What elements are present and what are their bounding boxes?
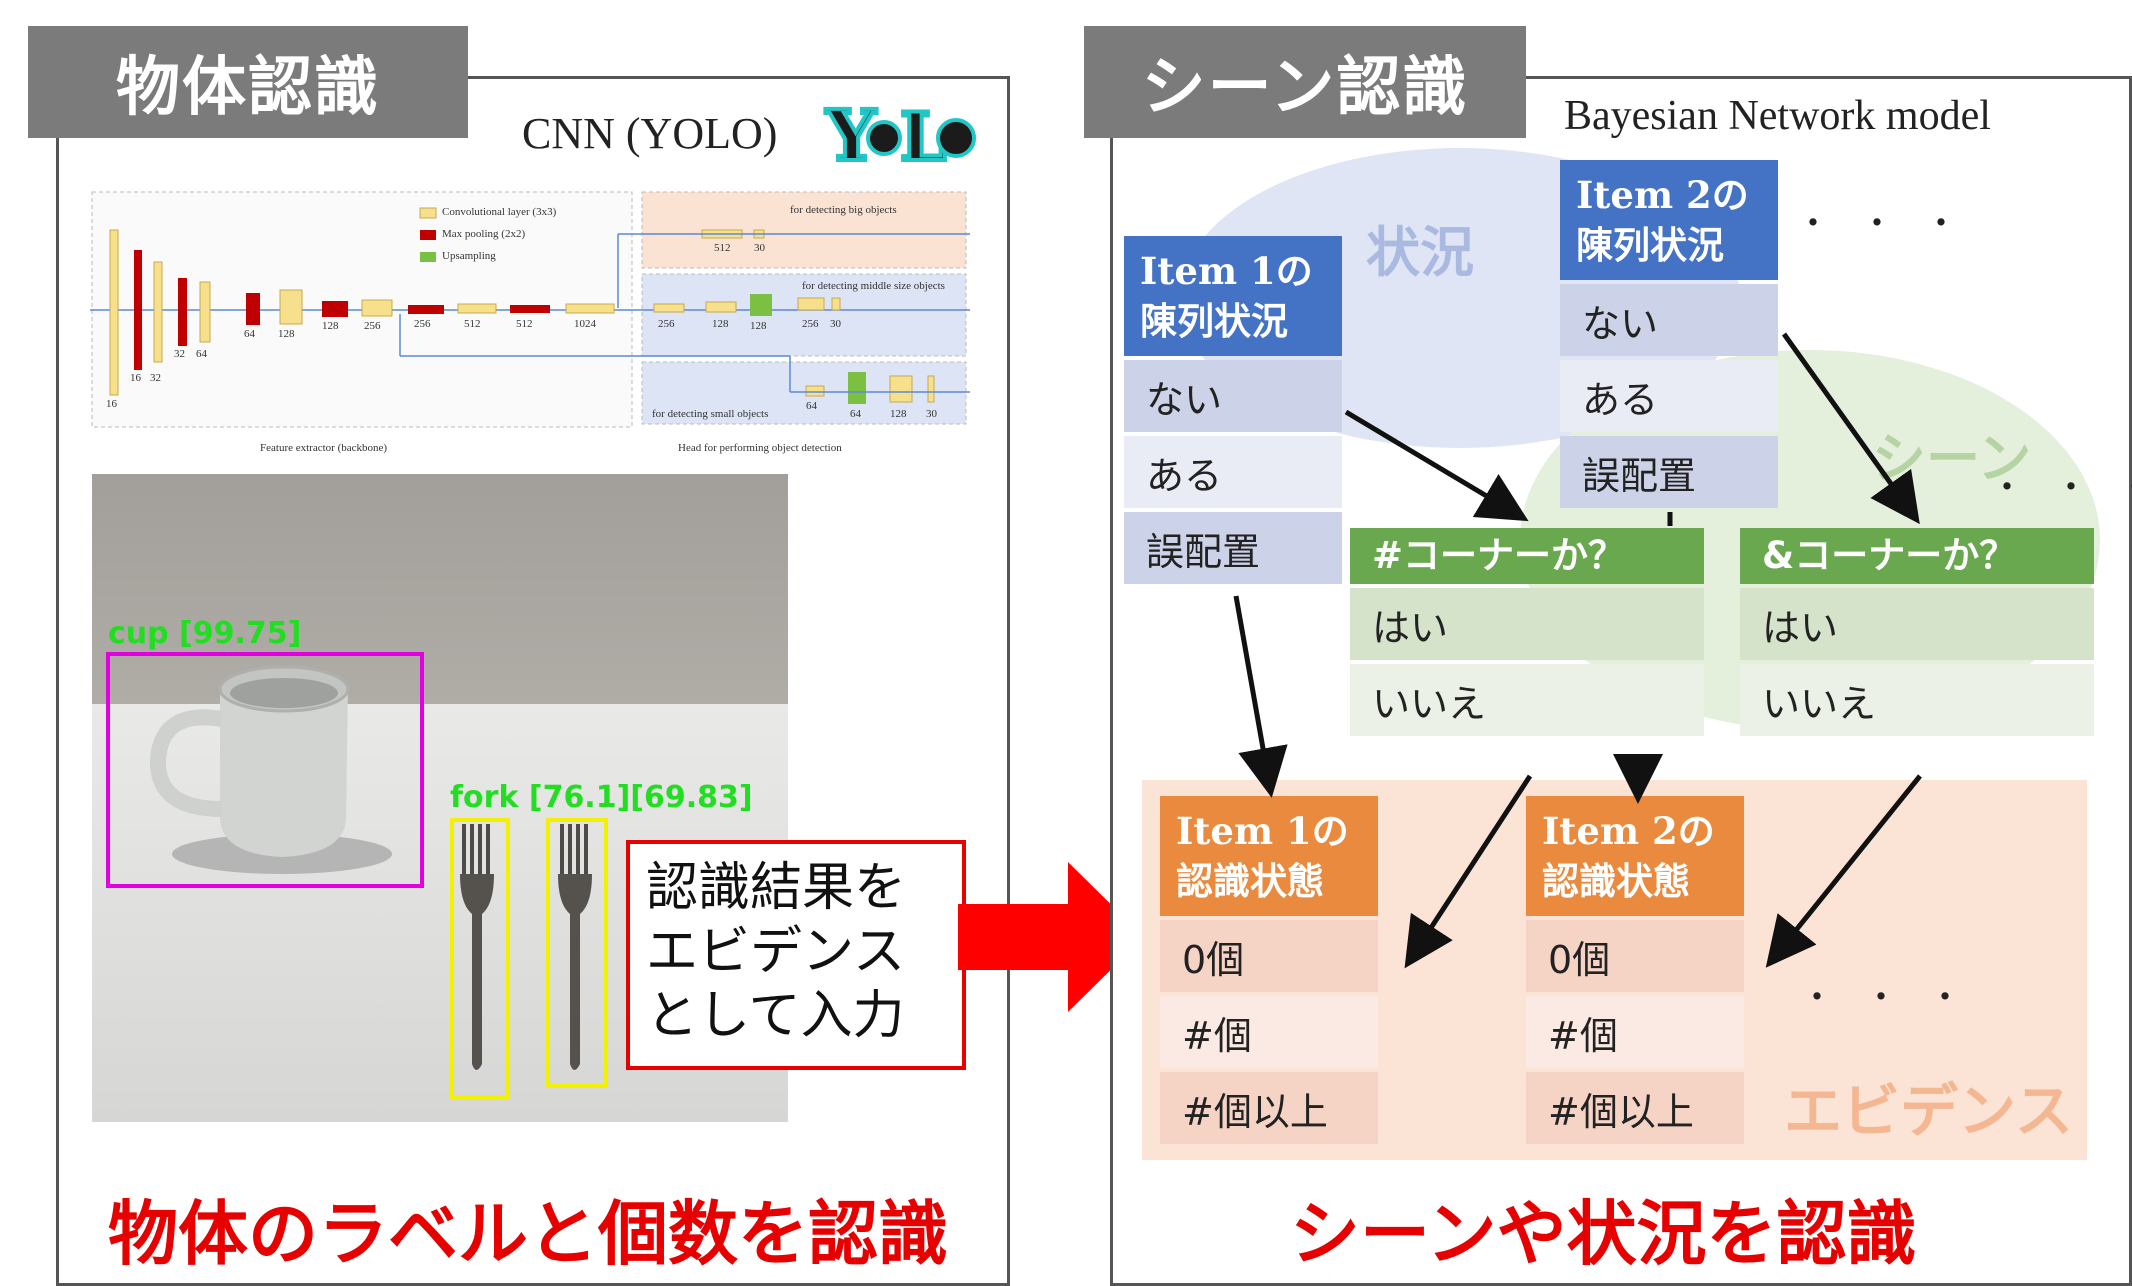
legend-upsample: Upsampling [442,250,496,262]
ellipsis-middle: ・・・ [1990,468,2132,508]
cup-bounding-box [106,652,424,888]
edge-corner-hash-to-item1-recognition [1404,774,1533,969]
head-num: 512 [714,242,731,254]
node-state: 誤配置 [1560,436,1778,508]
cup-detection-label: cup [99.75] [108,616,302,651]
head-num: 256 [658,318,675,330]
backbone-num: 16 [130,372,141,384]
node-state: いいえ [1350,664,1704,736]
legend-conv: Convolutional layer (3x3) [442,206,557,218]
backbone-num: 64 [244,328,255,340]
node-item1-display-title: Item 1の 陳列状況 [1124,236,1342,356]
node-item1-display: Item 1の 陳列状況 ない ある 誤配置 [1124,236,1342,584]
edge-item1-display-to-recognition [1233,595,1288,798]
backbone-num: 128 [322,320,339,332]
head-big-label: for detecting big objects [790,204,897,216]
fork-bounding-box-1 [450,818,510,1100]
node-item2-display-title: Item 2の 陳列状況 [1560,160,1778,280]
node-state: #個 [1526,996,1744,1068]
backbone-num: 32 [150,372,161,384]
cnn-architecture-diagram: Convolutional layer (3x3) Max pooling (2… [90,190,970,470]
backbone-num: 256 [364,320,381,332]
node-item2-display: Item 2の 陳列状況 ない ある 誤配置 [1560,160,1778,508]
edge-item2-to-corner-amp [1781,332,1920,525]
node-corner-hash: #コーナーか？ はい いいえ [1350,528,1704,736]
backbone-num: 128 [278,328,295,340]
head-footer: Head for performing object detection [678,442,842,454]
head-num: 256 [802,318,819,330]
evidence-input-callout: 認識結果を エビデンス として入力 [626,840,966,1070]
node-state: ある [1124,436,1342,508]
backbone-num: 1024 [574,318,596,330]
node-state: ない [1560,284,1778,356]
node-state: #個以上 [1526,1072,1744,1144]
yolo-logo: Y L [822,92,982,179]
backbone-num: 512 [464,318,481,330]
fork-bounding-box-2 [546,818,608,1088]
node-corner-amp-title: &コーナーか？ [1740,528,2094,584]
backbone-num: 32 [174,348,185,360]
node-item2-recognition: Item 2の 認識状態 0個 #個 #個以上 [1526,796,1744,1144]
head-num: 128 [890,408,907,420]
backbone-num: 512 [516,318,533,330]
fork-image-2 [558,824,592,1070]
node-state: #個以上 [1160,1072,1378,1144]
legend-pool: Max pooling (2x2) [442,228,526,240]
situation-region-label: 状況 [1366,221,1474,284]
edge-item1-to-corner-hash [1344,409,1529,522]
edge-corner-amp-to-item2-recognition [1765,774,1922,968]
node-state: はい [1350,588,1704,660]
node-state: 0個 [1526,920,1744,992]
node-corner-amp: &コーナーか？ はい いいえ [1740,528,2094,736]
scene-recognition-tab: シーン認識 [1084,26,1526,138]
backbone-num: 256 [414,318,431,330]
head-num: 64 [850,408,861,420]
backbone-num: 16 [106,398,117,410]
head-num: 30 [830,318,841,330]
bayesian-model-title: Bayesian Network model [1564,93,1991,139]
node-state: 誤配置 [1124,512,1342,584]
node-state: いいえ [1740,664,2094,736]
fork-detection-label: fork [76.1][69.83] [450,780,753,815]
head-num: 128 [750,320,767,332]
node-state: #個 [1160,996,1378,1068]
network-edges [1233,332,1922,969]
node-item1-recognition: Item 1の 認識状態 0個 #個 #個以上 [1160,796,1378,1144]
node-state: はい [1740,588,2094,660]
backbone-num: 64 [196,348,207,360]
ellipsis-top: ・・・ [1796,204,1988,244]
evidence-region-label: エビデンス [1784,1077,2073,1145]
head-mid-label: for detecting middle size objects [802,280,945,292]
red-arrow [958,862,1144,1012]
node-state: 0個 [1160,920,1378,992]
node-item1-recognition-title: Item 1の 認識状態 [1160,796,1378,916]
ellipsis-bottom: ・・・ [1800,978,1992,1018]
node-state: ある [1560,360,1778,432]
backbone-footer: Feature extractor (backbone) [260,442,388,454]
object-recognition-tab: 物体認識 [28,26,468,138]
photo-wall [92,474,788,724]
head-num: 128 [712,318,729,330]
head-num: 64 [806,400,817,412]
node-item2-recognition-title: Item 2の 認識状態 [1526,796,1744,916]
object-recognition-caption: 物体のラベルと個数を認識 [108,1193,948,1275]
head-num: 30 [926,408,937,420]
node-state: ない [1124,360,1342,432]
scene-recognition-caption: シーンや状況を認識 [1290,1193,1917,1275]
cnn-model-title: CNN (YOLO) [522,109,778,158]
head-num: 30 [754,242,765,254]
node-corner-hash-title: #コーナーか？ [1350,528,1704,584]
head-small-label: for detecting small objects [652,408,769,420]
fork-image-1 [460,824,494,1070]
cup-image [149,665,392,874]
